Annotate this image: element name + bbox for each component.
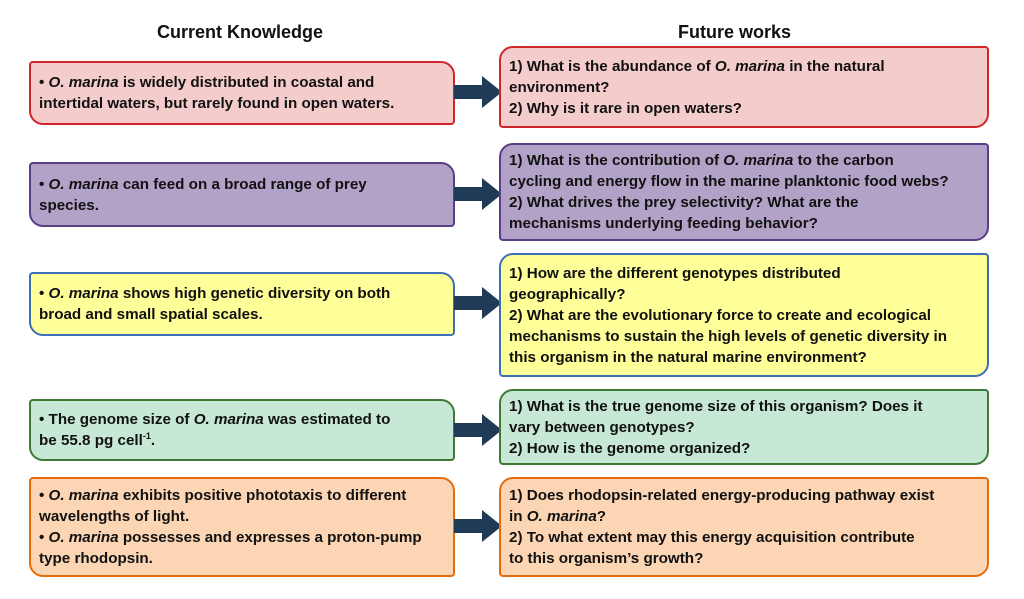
text-run: environment?: [509, 78, 610, 96]
question-text-line: mechanisms to sustain the high levels of…: [509, 326, 979, 347]
text-run: exhibits positive phototaxis to differen…: [118, 487, 407, 504]
question-text-line: to this organism’s growth?: [509, 548, 979, 569]
knowledge-text-line: • O. marina can feed on a broad range of…: [39, 174, 445, 195]
text-run: in the natural: [784, 57, 885, 75]
knowledge-text-line: species.: [39, 195, 445, 216]
species-name: O. marina: [48, 487, 119, 504]
text-run: •: [39, 529, 49, 546]
text-run: 1) What is the abundance of: [509, 57, 715, 75]
text-run: •: [39, 285, 49, 302]
question-text-line: 2) How is the genome organized?: [509, 438, 979, 459]
question-text-line: cycling and energy flow in the marine pl…: [509, 171, 979, 192]
knowledge-text-line: intertidal waters, but rarely found in o…: [39, 93, 445, 114]
arrow-right-icon: [454, 414, 502, 446]
text-run: in: [509, 508, 527, 525]
text-run: 2) What drives the prey selectivity? Wha…: [509, 194, 859, 211]
knowledge-text-line: • O. marina is widely distributed in coa…: [39, 72, 445, 93]
knowledge-box-genetic-diversity: • O. marina shows high genetic diversity…: [29, 272, 455, 336]
species-name: O. marina: [48, 529, 119, 546]
text-run: is widely distributed in coastal and: [118, 74, 375, 91]
question-text-line: 2) What drives the prey selectivity? Wha…: [509, 192, 979, 213]
species-name: O. marina: [714, 57, 785, 75]
knowledge-box-genome-size: • The genome size of O. marina was estim…: [29, 399, 455, 461]
question-text-line: 2) To what extent may this energy acquis…: [509, 527, 979, 548]
future-box-carbon-cycling: 1) What is the contribution of O. marina…: [499, 143, 989, 241]
knowledge-text-line: be 55.8 pg cell-1.: [39, 430, 445, 451]
question-text-line: this organism in the natural marine envi…: [509, 347, 979, 368]
knowledge-box-distribution: • O. marina is widely distributed in coa…: [29, 61, 455, 125]
future-box-abundance: 1) What is the abundance of O. marina in…: [499, 46, 989, 128]
question-text-line: mechanisms underlying feeding behavior?: [509, 213, 979, 234]
text-run: broad and small spatial scales.: [39, 306, 263, 323]
text-run: 2) What are the evolutionary force to cr…: [509, 306, 931, 324]
knowledge-box-phototaxis: • O. marina exhibits positive phototaxis…: [29, 477, 455, 577]
text-run: 1) What is the true genome size of this …: [509, 397, 923, 415]
question-text-line: 2) What are the evolutionary force to cr…: [509, 305, 979, 326]
question-text-line: 1) How are the different genotypes distr…: [509, 263, 979, 284]
text-run: mechanisms to sustain the high levels of…: [509, 327, 948, 345]
arrow-right-icon: [454, 510, 502, 542]
knowledge-text-line: • O. marina exhibits positive phototaxis…: [39, 485, 445, 506]
current-knowledge-heading: Current Knowledge: [157, 22, 324, 42]
question-text-line: 1) What is the contribution of O. marina…: [509, 150, 979, 171]
text-run: 2) How is the genome organized?: [509, 439, 751, 457]
species-name: O. marina: [48, 285, 119, 302]
text-run: 2) Why is it rare in open waters?: [509, 99, 742, 117]
future-box-rhodopsin: 1) Does rhodopsin-related energy-produci…: [499, 477, 989, 577]
question-text-line: 1) What is the true genome size of this …: [509, 396, 979, 417]
species-name: O. marina: [48, 74, 119, 91]
text-run: 1) Does rhodopsin-related energy-produci…: [509, 487, 935, 504]
question-text-line: 2) Why is it rare in open waters?: [509, 98, 979, 119]
arrow-right-icon: [454, 178, 502, 210]
text-run: type rhodopsin.: [39, 550, 153, 567]
question-text-line: vary between genotypes?: [509, 417, 979, 438]
text-run: 2) To what extent may this energy acquis…: [509, 529, 915, 546]
text-run: possesses and expresses a proton-pump: [118, 529, 422, 546]
text-run: ?: [596, 508, 607, 525]
knowledge-text-line: • O. marina shows high genetic diversity…: [39, 283, 445, 304]
knowledge-text-line: • The genome size of O. marina was estim…: [39, 409, 445, 430]
text-run: geographically?: [509, 285, 626, 303]
text-run: intertidal waters, but rarely found in o…: [39, 95, 395, 112]
knowledge-box-feeding: • O. marina can feed on a broad range of…: [29, 162, 455, 227]
text-run: 1) How are the different genotypes distr…: [509, 264, 841, 282]
species-name: O. marina: [526, 508, 597, 525]
text-run: mechanisms underlying feeding behavior?: [509, 215, 818, 232]
text-run: •: [39, 487, 49, 504]
text-run: to this organism’s growth?: [509, 550, 704, 567]
knowledge-text-line: • O. marina possesses and expresses a pr…: [39, 527, 445, 548]
text-run: be 55.8 pg cell: [39, 432, 143, 449]
text-run: this organism in the natural marine envi…: [509, 348, 867, 366]
text-run: .: [150, 432, 156, 449]
question-text-line: in O. marina?: [509, 506, 979, 527]
text-run: •: [39, 74, 49, 91]
future-box-genome: 1) What is the true genome size of this …: [499, 389, 989, 465]
text-run: species.: [39, 196, 99, 214]
question-text-line: 1) Does rhodopsin-related energy-produci…: [509, 485, 979, 506]
text-run: •: [39, 175, 49, 193]
species-name: O. marina: [723, 152, 794, 169]
question-text-line: environment?: [509, 77, 979, 98]
text-run: wavelengths of light.: [39, 508, 190, 525]
text-run: was estimated to: [263, 411, 391, 428]
arrow-right-icon: [454, 287, 502, 319]
knowledge-text-line: type rhodopsin.: [39, 548, 445, 569]
question-text-line: 1) What is the abundance of O. marina in…: [509, 56, 979, 77]
question-text-line: geographically?: [509, 284, 979, 305]
text-run: to the carbon: [793, 152, 894, 169]
text-run: can feed on a broad range of prey: [118, 175, 367, 193]
text-run: shows high genetic diversity on both: [118, 285, 391, 302]
arrow-right-icon: [454, 76, 502, 108]
superscript: -1: [142, 430, 151, 441]
future-box-genotypes: 1) How are the different genotypes distr…: [499, 253, 989, 377]
text-run: • The genome size of: [39, 411, 194, 428]
text-run: vary between genotypes?: [509, 418, 695, 436]
knowledge-text-line: wavelengths of light.: [39, 506, 445, 527]
species-name: O. marina: [193, 411, 264, 428]
knowledge-text-line: broad and small spatial scales.: [39, 304, 445, 325]
future-works-heading: Future works: [678, 22, 792, 42]
text-run: cycling and energy flow in the marine pl…: [509, 173, 949, 190]
text-run: 1) What is the contribution of: [509, 152, 724, 169]
species-name: O. marina: [48, 175, 119, 193]
